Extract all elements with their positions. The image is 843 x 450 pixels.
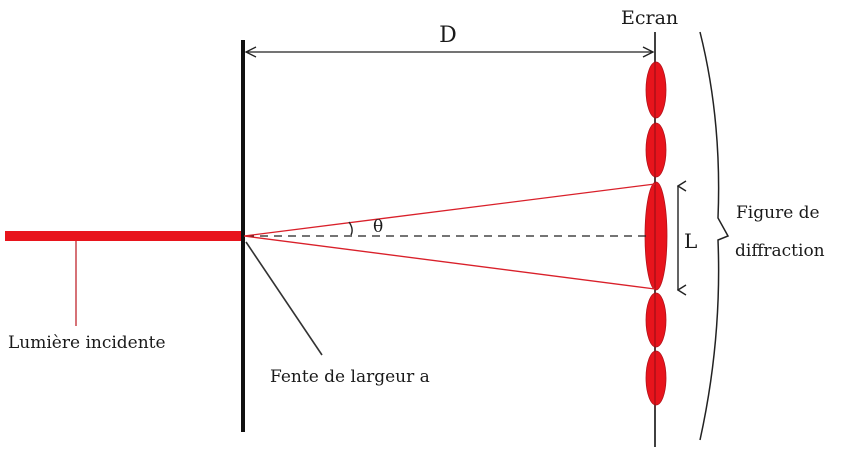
fringe-central xyxy=(644,181,668,291)
ray-lower xyxy=(243,235,656,290)
fringe-top-2 xyxy=(645,61,667,119)
pattern-label-line1: Figure de xyxy=(736,203,820,223)
pattern-label-line2: diffraction xyxy=(735,241,825,261)
diffraction-fringes xyxy=(644,61,668,406)
central-width-l-label: L xyxy=(684,229,697,253)
slit-leader xyxy=(245,241,323,356)
fringe-bottom-2 xyxy=(645,350,667,406)
fringe-top-1 xyxy=(645,122,667,178)
angle-arc xyxy=(348,221,353,236)
incident-light-beam xyxy=(5,231,243,241)
ray-upper xyxy=(243,183,656,237)
fringe-bottom-1 xyxy=(645,292,667,348)
slit-label: Fente de largeur a xyxy=(270,367,430,387)
incident-light-label: Lumière incidente xyxy=(8,333,166,353)
screen-label: Ecran xyxy=(621,7,678,29)
distance-d-label: D xyxy=(439,23,457,48)
pattern-brace xyxy=(699,31,730,441)
angle-theta-label: θ xyxy=(373,217,383,237)
